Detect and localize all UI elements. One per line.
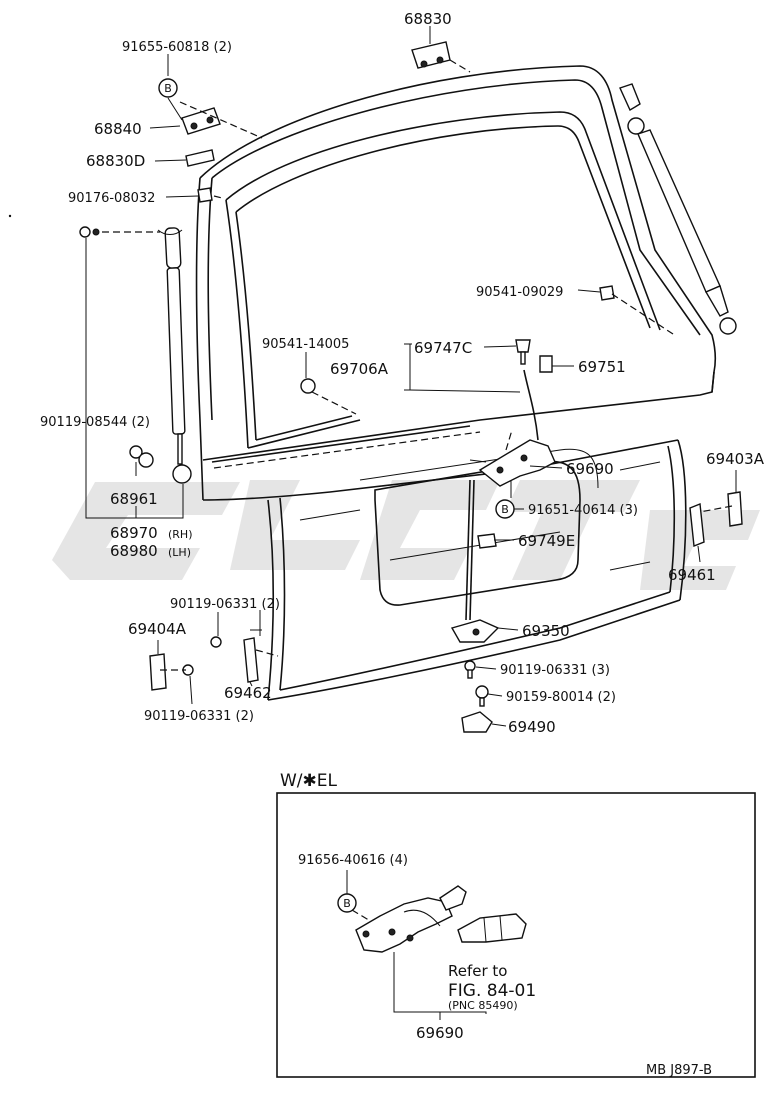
- back-door-panel: [195, 65, 717, 701]
- leader-lines: [85, 26, 737, 727]
- label-91656-40616: 91656-40616 (4): [298, 853, 408, 868]
- label-69747c: 69747C: [414, 339, 472, 357]
- hinge-68840: [181, 107, 221, 135]
- label-69490: 69490: [508, 718, 556, 736]
- striker-69350: [450, 619, 500, 643]
- ball-joint-left: [79, 226, 100, 238]
- bracket-69403a: [727, 491, 743, 527]
- screw-90159-80014: [475, 685, 489, 707]
- label-69350: 69350: [522, 622, 570, 640]
- label-90119-06331-a: 90119-06331 (2): [170, 597, 280, 612]
- svg-text:B: B: [164, 82, 172, 95]
- hinge-68830: [411, 41, 451, 69]
- label-68830d: 68830D: [86, 152, 145, 170]
- bolt-90119-06331-left: [182, 636, 222, 676]
- hinge-shim-68830d: [185, 149, 215, 167]
- cover-69490: [461, 711, 493, 733]
- label-68980-side: (LH): [168, 546, 191, 559]
- label-90119-08544: 90119-08544 (2): [40, 415, 150, 430]
- label-68840: 68840: [94, 120, 142, 138]
- fig-reference: FIG. 84-01: [448, 981, 536, 1001]
- right-gas-strut: [619, 83, 737, 335]
- label-91651-40614: 91651-40614 (3): [528, 503, 638, 518]
- bumper-90176: [197, 187, 213, 203]
- label-69404a: 69404A: [128, 620, 187, 638]
- label-68961: 68961: [110, 490, 158, 508]
- cushion-69751: [539, 355, 553, 373]
- bracket-69462: [243, 637, 259, 683]
- label-91655-60818: 91655-60818 (2): [122, 40, 232, 55]
- label-68830: 68830: [404, 10, 452, 28]
- bracket-69461: [689, 503, 705, 547]
- svg-text:B: B: [501, 503, 509, 516]
- stud-69747c: [515, 339, 531, 365]
- label-68980: 68980: [110, 542, 158, 560]
- inset-electric-lock: W/✱EL 91656-40616 (4) Refer to FIG. 84-0…: [276, 771, 756, 1078]
- assembly-dash-lines: [102, 59, 733, 671]
- b-marker-91651: B: [495, 499, 515, 519]
- label-90159-80014: 90159-80014 (2): [506, 690, 616, 705]
- label-90541-14005: 90541-14005: [262, 337, 349, 352]
- label-69403a: 69403A: [706, 450, 765, 468]
- left-gas-strut: [157, 227, 192, 484]
- label-69749e: 69749E: [518, 532, 575, 550]
- label-90541-09029: 90541-09029: [476, 285, 563, 300]
- bolt-90119-06331-lower: [464, 660, 476, 679]
- label-69461: 69461: [668, 566, 716, 584]
- footer-code: MB J897-B: [646, 1063, 712, 1078]
- label-69751: 69751: [578, 358, 626, 376]
- cushion-90541-09029: [599, 285, 615, 301]
- bolt-68961: [129, 445, 154, 468]
- label-68970-side: (RH): [168, 528, 193, 541]
- pnc-reference: (PNC 85490): [448, 999, 518, 1012]
- b-marker-91656: B: [337, 893, 357, 913]
- label-69690: 69690: [566, 460, 614, 478]
- label-69462: 69462: [224, 684, 272, 702]
- label-90176-08032: 90176-08032: [68, 191, 155, 206]
- svg-text:B: B: [343, 897, 351, 910]
- lock-assembly-69690: [469, 439, 556, 487]
- bracket-69404a: [149, 653, 167, 691]
- cushion-90541-14005: [300, 378, 316, 394]
- label-69690-inset: 69690: [416, 1024, 464, 1042]
- label-69706a: 69706A: [330, 360, 389, 378]
- watermark-logo: [52, 480, 760, 590]
- label-90119-06331-b: 90119-06331 (3): [500, 663, 610, 678]
- b-marker-91655: B: [158, 78, 178, 98]
- refer-to-text: Refer to: [448, 962, 507, 980]
- clip-69749e: [477, 533, 497, 549]
- label-90119-06331-c: 90119-06331 (2): [144, 709, 254, 724]
- inset-title: W/✱EL: [280, 771, 338, 791]
- lock-rod: [465, 369, 539, 621]
- scan-speck: [8, 214, 12, 218]
- label-68970: 68970: [110, 524, 158, 542]
